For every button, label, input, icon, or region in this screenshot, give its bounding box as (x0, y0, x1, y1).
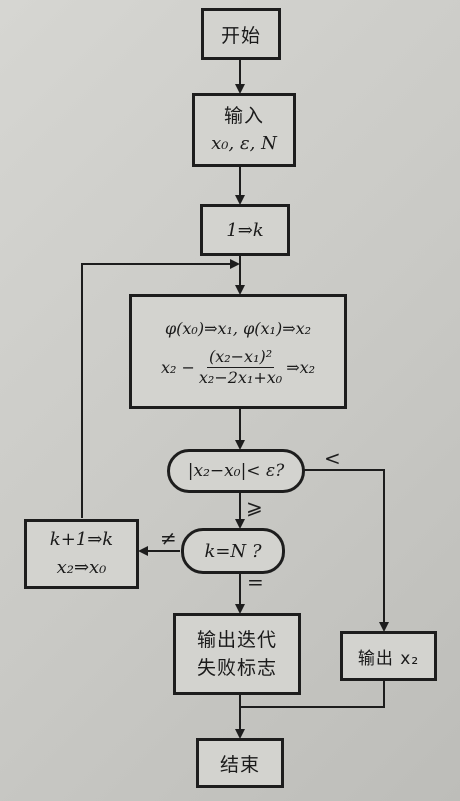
condition-convergence-label: |x₂−x₀|< ε? (187, 461, 285, 481)
arrow-loop-back (81, 259, 240, 518)
failure-output-node: 输出迭代 失败标志 (173, 613, 301, 695)
update-line-1: k+1⇒k (49, 529, 114, 550)
start-label: 开始 (220, 24, 261, 47)
start-node: 开始 (201, 8, 281, 60)
input-node: 输入 x₀, ε, N (192, 93, 296, 167)
end-label: 结束 (219, 753, 260, 776)
update-node: k+1⇒k x₂⇒x₀ (24, 519, 139, 589)
edge-label-equal: = (247, 570, 264, 594)
result-output-label: 输出 x₂ (357, 648, 420, 669)
iteration-fraction: (x₂−x₁)² x₂−2x₁+x₀ (199, 347, 282, 388)
condition-max-iterations: k=N ? (181, 528, 285, 574)
end-node: 结束 (196, 738, 284, 788)
iteration-formula: x₂ − (x₂−x₁)² x₂−2x₁+x₀ ⇒x₂ (161, 347, 315, 388)
init-node: 1⇒k (200, 204, 290, 256)
edge-label-not-equal: ≠ (160, 526, 177, 550)
failure-output-line-1: 输出迭代 (196, 629, 277, 651)
input-title: 输入 (223, 105, 264, 127)
iteration-numerator: (x₂−x₁)² (206, 347, 275, 368)
edge-label-less-than: < (324, 446, 341, 470)
update-line-2: x₂⇒x₀ (56, 557, 107, 578)
edge-label-greater-equal: ⩾ (246, 495, 263, 519)
iteration-line-1: φ(x₀)⇒x₁, φ(x₁)⇒x₂ (164, 319, 312, 338)
line-output-merge (240, 680, 385, 708)
arrow-cond1-output (303, 469, 389, 632)
condition-max-iterations-label: k=N ? (204, 540, 262, 562)
iteration-formula-lhs: x₂ − (160, 358, 195, 377)
iteration-formula-rhs: ⇒x₂ (286, 358, 316, 377)
failure-output-line-2: 失败标志 (196, 657, 277, 679)
iteration-denominator: x₂−2x₁+x₀ (198, 368, 283, 387)
condition-convergence: |x₂−x₀|< ε? (167, 449, 305, 493)
init-label: 1⇒k (226, 219, 264, 241)
iteration-node: φ(x₀)⇒x₁, φ(x₁)⇒x₂ x₂ − (x₂−x₁)² x₂−2x₁+… (129, 294, 347, 409)
result-output-node: 输出 x₂ (340, 631, 437, 681)
input-variables: x₀, ε, N (211, 133, 277, 154)
